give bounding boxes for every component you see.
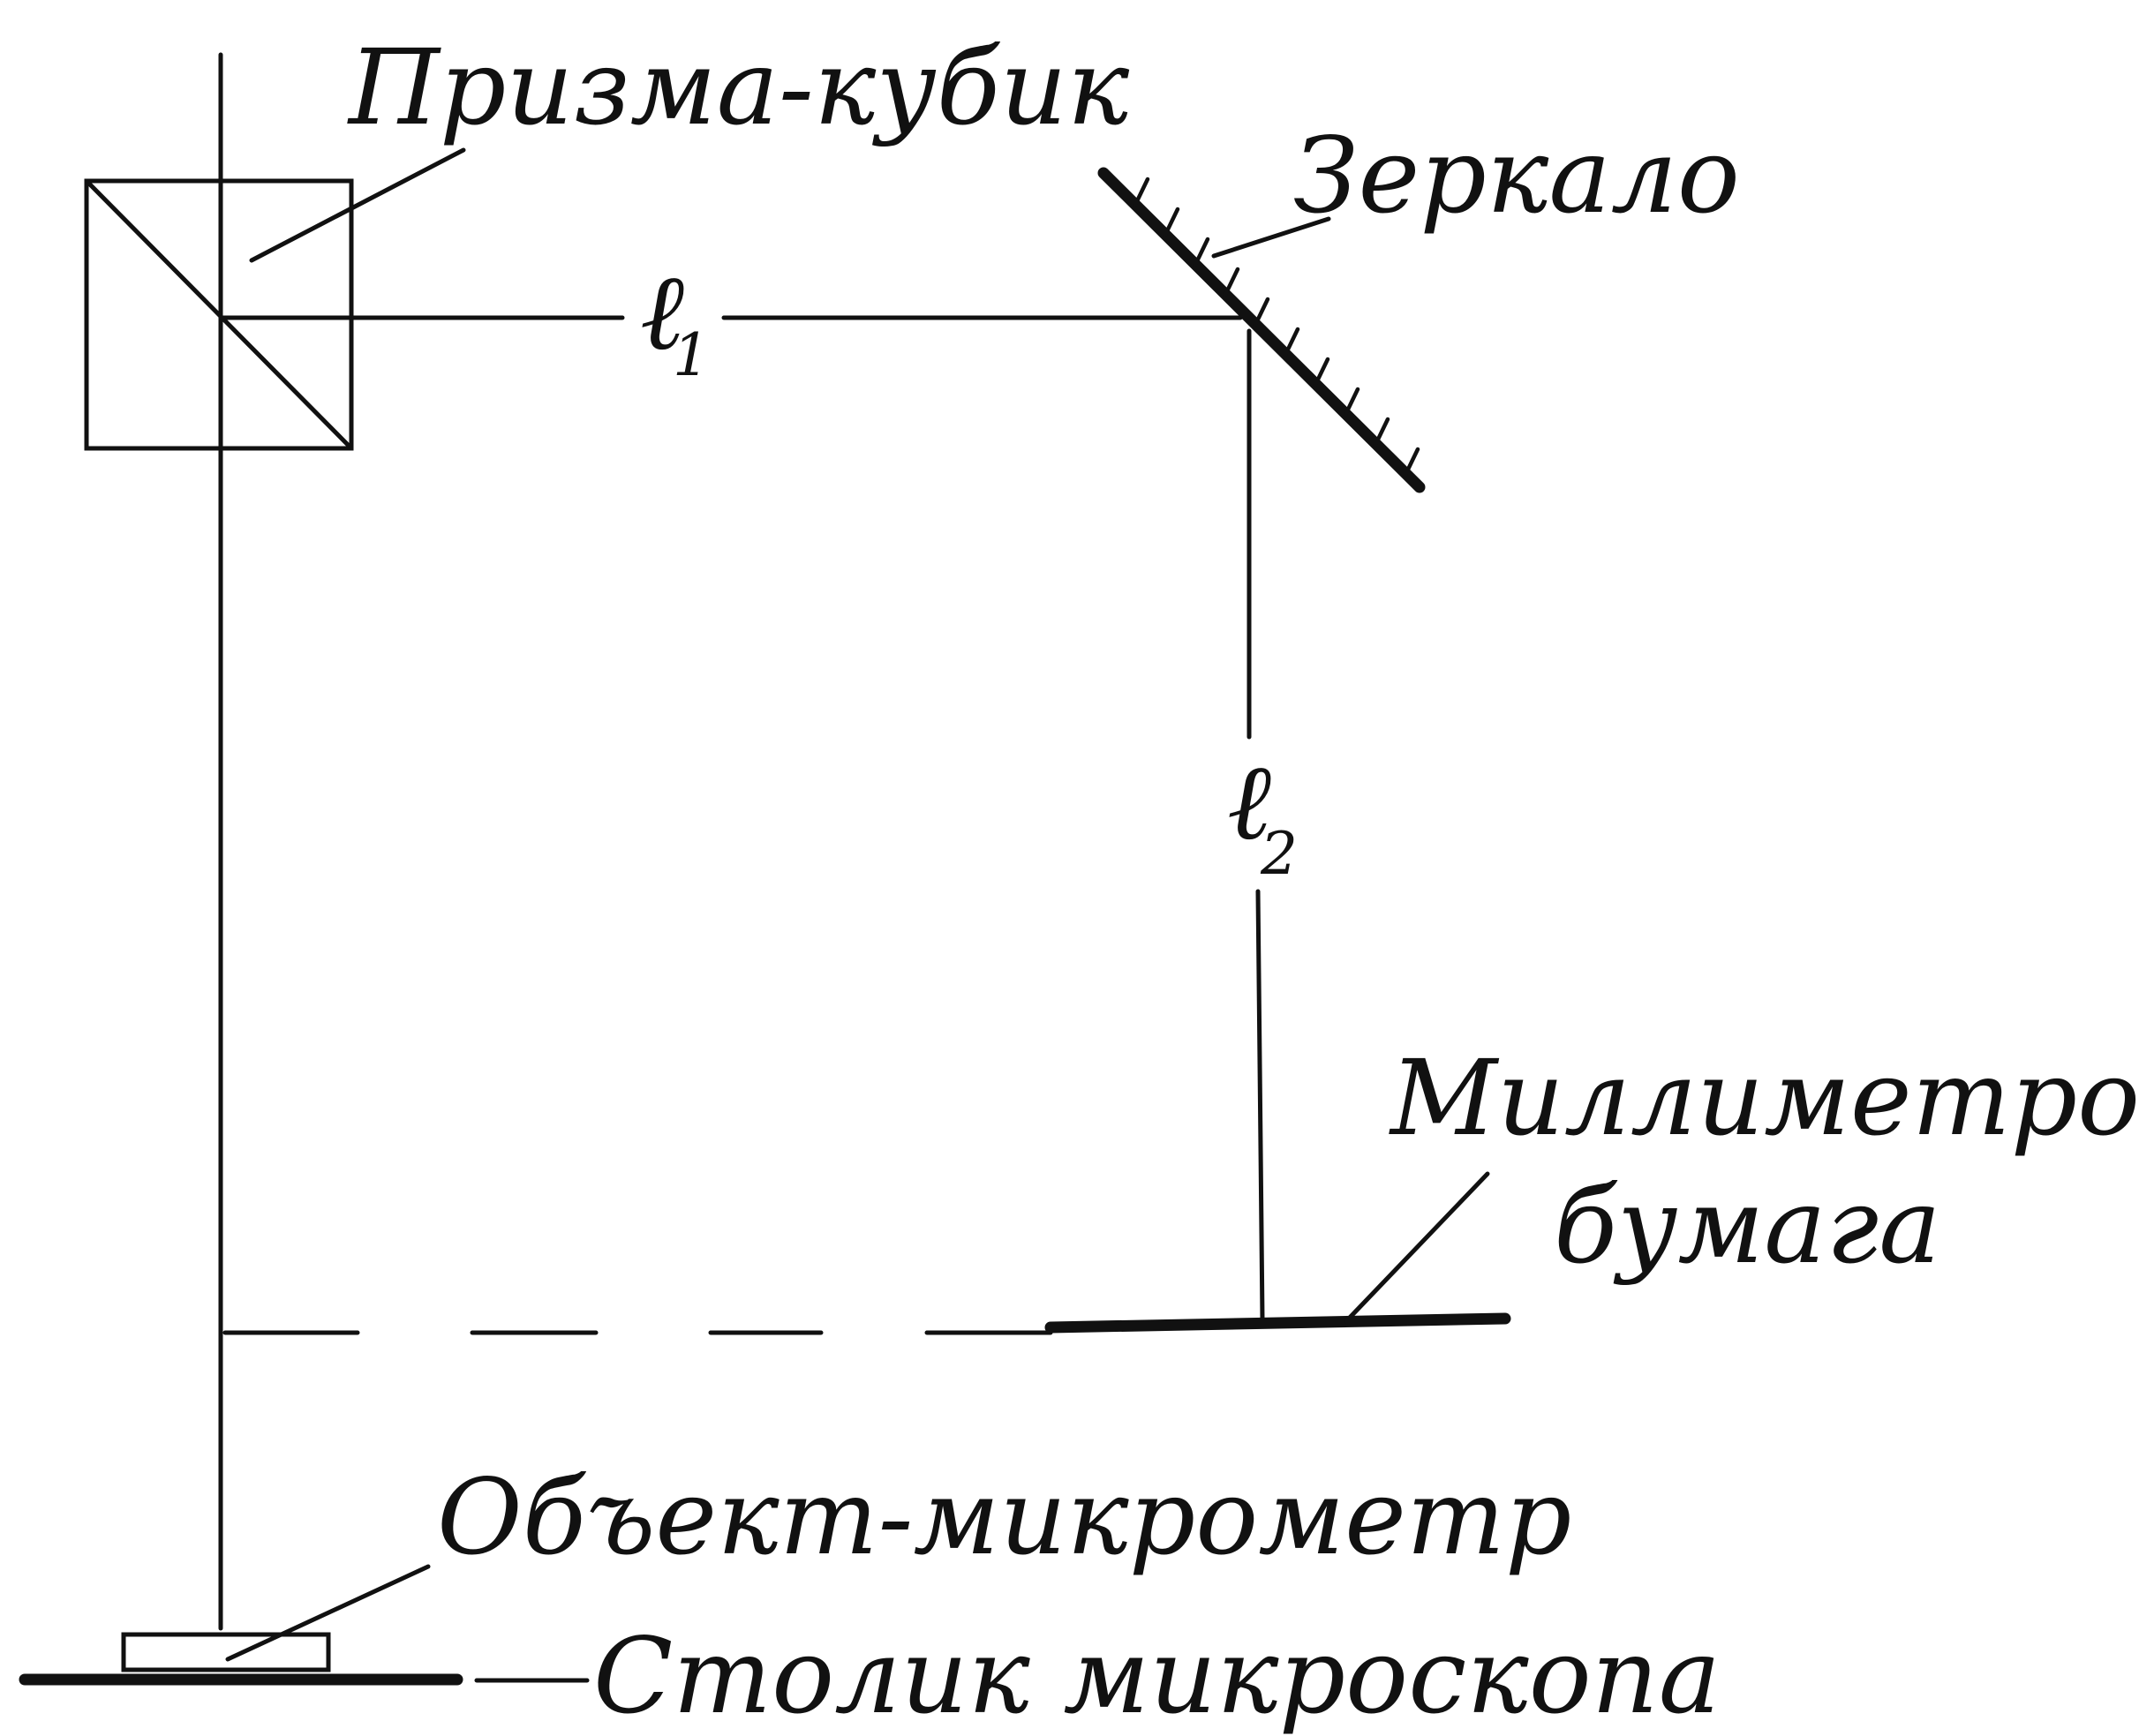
mirror-hatching [1133, 177, 1420, 477]
prism-cube-body [84, 178, 354, 451]
leader-mirror [1211, 216, 1331, 259]
label-l1-symbol: ℓ [640, 252, 684, 374]
label-l2-subscript: 2 [1260, 820, 1298, 888]
label-object-micrometer: Объект-микрометр [437, 1456, 1571, 1578]
millimeter-paper [1044, 1312, 1511, 1334]
object-micrometer-slide [121, 1632, 331, 1672]
prism-cube-diagonal [86, 180, 352, 449]
leader-millimeter-paper [1344, 1171, 1490, 1324]
leader-prism-cube [249, 147, 466, 263]
mirror [1097, 167, 1426, 493]
label-prism-cube: Призма-кубик [347, 26, 1130, 148]
beam-l2-lower [1255, 889, 1265, 1322]
mirror-surface [1097, 167, 1426, 493]
label-l1-subscript: 1 [673, 321, 710, 389]
label-millimeter-paper-line1: Миллиметровая [1389, 1037, 2139, 1159]
leader-object-micrometer [225, 1564, 431, 1662]
prism-cube [84, 178, 354, 451]
label-microscope-stage: Столик микроскопа [593, 1615, 1721, 1736]
label-mirror: Зеркало [1293, 115, 1740, 237]
label-l2-symbol: ℓ [1227, 741, 1271, 864]
label-millimeter-paper-line2: бумага [1554, 1165, 1941, 1287]
